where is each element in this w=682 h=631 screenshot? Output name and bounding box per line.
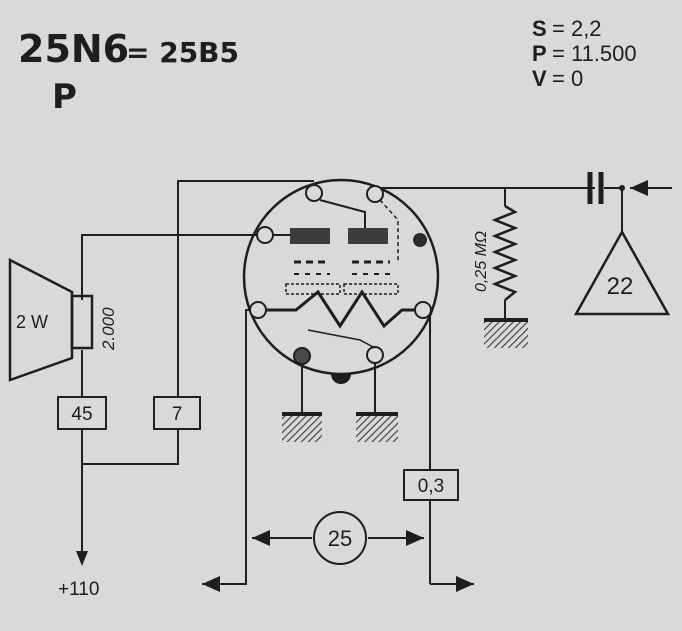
pin-bottom-right <box>366 346 384 364</box>
pin-top-left <box>305 184 323 202</box>
ground-left <box>282 416 322 442</box>
filament-voltage-label: 25 <box>328 526 352 551</box>
wire-screen-grid <box>177 180 314 397</box>
filament-voltage-circle <box>313 511 367 565</box>
pin-lower-right <box>414 301 432 319</box>
vacuum-tube <box>242 178 440 384</box>
ground-right <box>356 416 398 442</box>
param-value-v: = 0 <box>552 66 583 91</box>
box-45 <box>57 396 107 430</box>
speaker-magnet <box>70 294 94 350</box>
param-label-v: V <box>532 66 547 91</box>
grid-resistor: 0,25 MΩ <box>473 204 519 301</box>
box-7-label: 7 <box>172 404 183 425</box>
coupling-capacitor <box>580 172 625 204</box>
box-03-label: 0,3 <box>418 476 444 497</box>
cathode-lead <box>307 329 376 349</box>
tube-envelope <box>242 178 440 376</box>
pin-top-right <box>366 185 384 203</box>
pin-right-filled <box>413 233 427 247</box>
tube-subtype: P <box>52 77 77 117</box>
parameters-block: S = 2,2 P = 11.500 V = 0 <box>532 16 637 91</box>
transformer-impedance-label: 2.000 <box>99 307 118 351</box>
heater-filament <box>266 289 415 329</box>
speaker-power-label: 2 W <box>16 312 48 332</box>
input-stage: 22 <box>573 229 671 316</box>
cathode-right <box>343 283 399 295</box>
supply-voltage-label: +110 <box>58 579 99 600</box>
plate-left <box>290 228 330 244</box>
tube-equivalent: = 25B5 <box>126 36 239 69</box>
pin-lower-left <box>249 301 267 319</box>
input-stage-triangle <box>573 229 671 316</box>
param-label-s: S <box>532 16 547 41</box>
param-value-s: = 2,2 <box>552 16 602 41</box>
junction-dot <box>619 185 625 191</box>
plate-lead <box>319 199 366 228</box>
box-45-label: 45 <box>71 404 92 425</box>
pin-left <box>256 226 274 244</box>
input-stage-label: 22 <box>607 273 634 300</box>
ground-symbols <box>282 318 528 442</box>
resistor-value-label: 0,25 MΩ <box>473 231 490 292</box>
wire-filament-left <box>202 309 258 592</box>
speaker-cone <box>8 257 74 382</box>
box-7 <box>153 396 201 430</box>
wire-to-speaker <box>81 234 265 300</box>
plate-right <box>348 228 388 244</box>
tube-key <box>331 374 351 384</box>
loudspeaker: 2 W 2.000 <box>8 257 118 382</box>
cathode-left <box>285 283 341 295</box>
param-label-p: P <box>532 41 547 66</box>
param-value-p: = 11.500 <box>552 41 637 66</box>
ground-resistor <box>484 322 528 348</box>
wire-filament-right-upper <box>423 309 431 470</box>
supply-arrow <box>76 551 88 566</box>
tube-type-title: 25N6 <box>18 27 129 71</box>
wire-box7-supply <box>82 430 179 465</box>
box-03 <box>403 469 459 501</box>
pin-bottom-left <box>293 347 311 365</box>
wire-plate <box>374 187 595 195</box>
resistor-zigzag <box>491 204 519 301</box>
grid-lead <box>379 199 399 262</box>
